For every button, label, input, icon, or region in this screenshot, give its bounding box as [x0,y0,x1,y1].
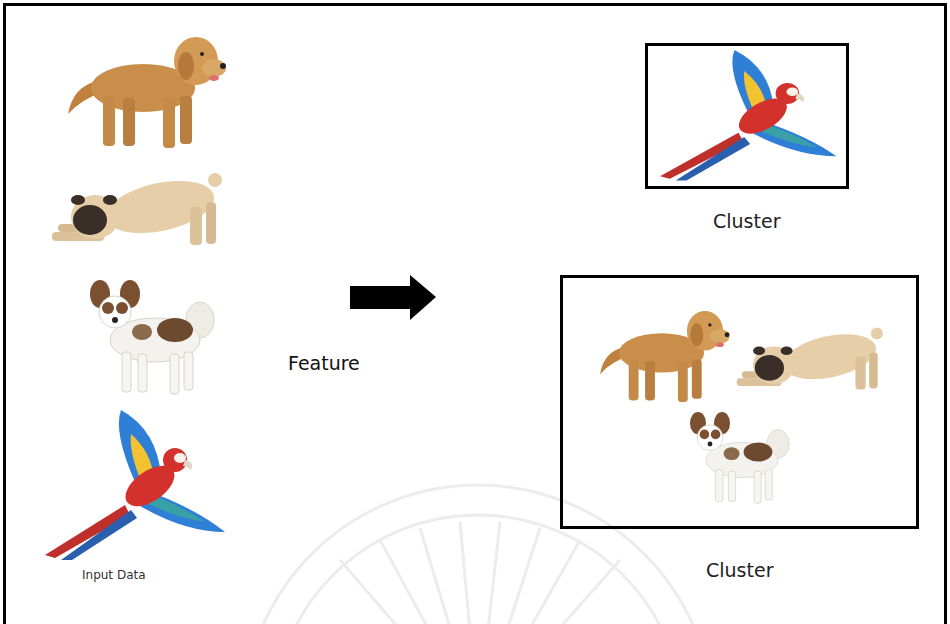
outer-frame: ClusterClusterInput DataFeature [3,3,947,624]
papillon-image [90,280,214,394]
input-data-caption: Input Data [79,568,149,582]
illustration-part [340,522,620,624]
papillon-image [690,412,789,503]
feature-label: Feature [285,352,363,375]
cluster-box: Cluster [645,43,849,189]
watermark-seal [243,485,713,624]
cluster-label: Cluster [710,210,783,233]
illustration-part [273,515,683,624]
golden-retriever-image [68,37,226,148]
parrot-image [45,410,225,560]
parrot-image [660,50,836,181]
golden-retriever-image [600,311,730,402]
illustration-part [243,485,713,624]
feature-arrow [350,275,436,320]
cluster-label: Cluster [703,559,776,582]
pug-image [737,327,883,390]
cluster-box: Cluster [560,275,919,529]
pug-image [52,172,222,245]
